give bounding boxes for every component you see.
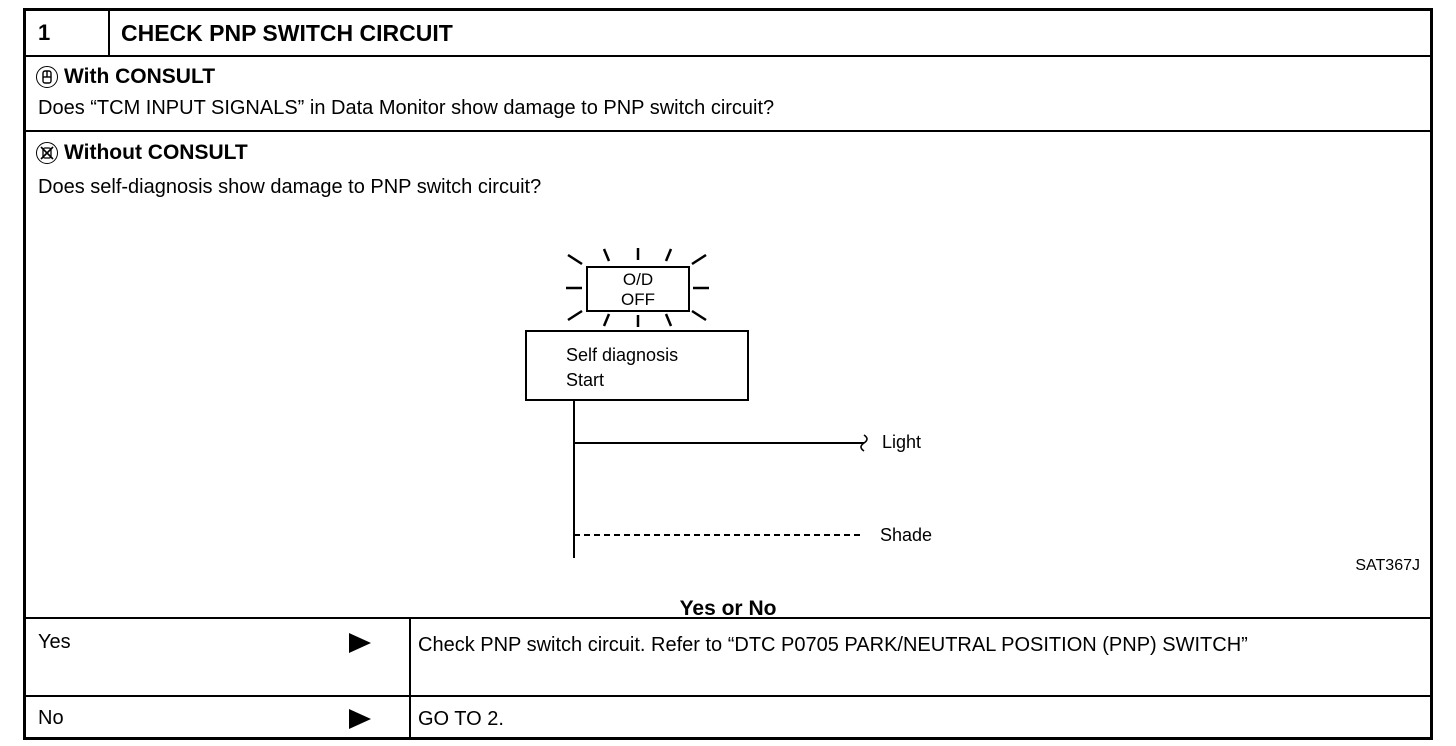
without-consult-question: Does self-diagnosis show damage to PNP s… bbox=[38, 176, 542, 198]
decision-label: Yes or No bbox=[679, 597, 777, 620]
with-consult-heading: With CONSULT bbox=[36, 65, 215, 89]
step-number: 1 bbox=[26, 11, 110, 55]
shade-label: Shade bbox=[880, 525, 932, 545]
arrow-right-icon bbox=[349, 633, 371, 653]
answer-label-yes: Yes bbox=[38, 631, 71, 653]
box-line2: Start bbox=[566, 370, 604, 390]
figure-code: SAT367J bbox=[1355, 557, 1420, 574]
break-mark bbox=[860, 434, 868, 452]
consult-plug-icon bbox=[36, 66, 58, 88]
with-consult-section: With CONSULT Does “TCM INPUT SIGNALS” in… bbox=[26, 57, 1430, 132]
lamp-line2: OFF bbox=[621, 290, 655, 309]
answer-action-yes: Check PNP switch circuit. Refer to “DTC … bbox=[418, 634, 1248, 656]
without-consult-section: Without CONSULT Does self-diagnosis show… bbox=[26, 132, 1430, 622]
answer-action-no: GO TO 2. bbox=[418, 708, 504, 730]
lamp-line1: O/D bbox=[623, 270, 653, 289]
with-consult-question: Does “TCM INPUT SIGNALS” in Data Monitor… bbox=[38, 97, 775, 119]
self-diagnosis-box bbox=[525, 330, 749, 401]
light-label: Light bbox=[882, 432, 921, 452]
box-line1: Self diagnosis bbox=[566, 345, 678, 365]
od-off-lamp bbox=[586, 266, 690, 312]
self-diagnosis-figure: O/D OFF Self diagnosis Start Light Shade… bbox=[525, 248, 1420, 574]
answer-label-no: No bbox=[38, 707, 64, 729]
answer-row-yes: Yes Check PNP switch circuit. Refer to “… bbox=[26, 617, 1430, 695]
with-consult-label: With CONSULT bbox=[64, 65, 216, 88]
inspection-table: 1 CHECK PNP SWITCH CIRCUIT With CONSULT … bbox=[23, 8, 1433, 740]
step-header: 1 CHECK PNP SWITCH CIRCUIT bbox=[26, 11, 1430, 57]
step-title: CHECK PNP SWITCH CIRCUIT bbox=[121, 20, 453, 46]
without-consult-label: Without CONSULT bbox=[64, 141, 248, 164]
arrow-right-icon bbox=[349, 709, 371, 729]
blink-rays bbox=[566, 248, 709, 327]
without-consult-heading: Without CONSULT bbox=[36, 141, 248, 165]
no-consult-icon bbox=[36, 142, 58, 164]
answer-row-no: No GO TO 2. bbox=[26, 695, 1430, 739]
